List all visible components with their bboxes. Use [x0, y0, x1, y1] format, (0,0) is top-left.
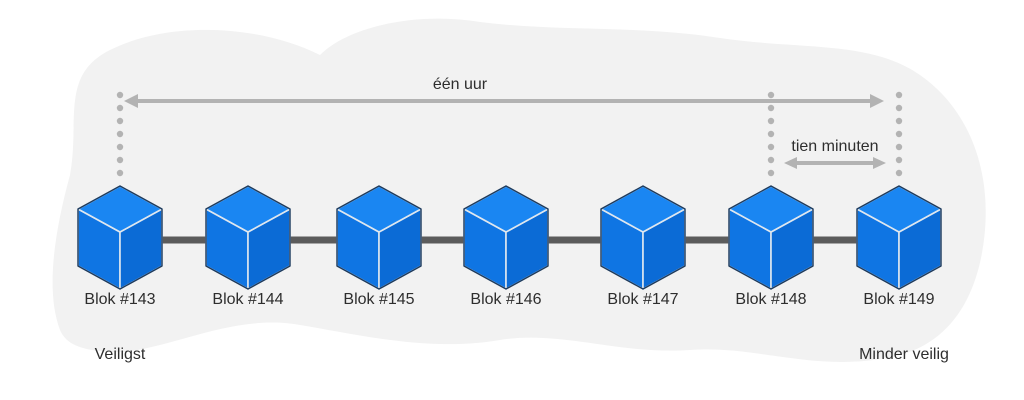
guide-dot: [895, 130, 903, 138]
cube-outline: [728, 185, 814, 290]
guide-dot: [116, 130, 124, 138]
guide-dot: [767, 130, 775, 138]
cube-outline: [336, 185, 422, 290]
guide-dot: [895, 117, 903, 125]
cube-outline: [463, 185, 549, 290]
guide-dot: [767, 104, 775, 112]
one-hour-label: één uur: [433, 76, 488, 93]
block-labels: Blok #143 Blok #144 Blok #145 Blok #146 …: [84, 291, 934, 308]
guide-dot: [895, 143, 903, 151]
block-cube-icon: [463, 185, 549, 290]
block-cube-icon: [205, 185, 291, 290]
one-hour-range-arrow: [124, 94, 884, 108]
guide-dot: [895, 169, 903, 177]
block-label: Blok #143: [84, 291, 155, 308]
ten-minutes-label: tien minuten: [791, 138, 878, 155]
cube-outline: [600, 185, 686, 290]
less-secure-label: Minder veilig: [859, 346, 949, 363]
block-cube-icon: [728, 185, 814, 290]
guide-dot: [767, 169, 775, 177]
block-cube-icon: [336, 185, 422, 290]
arrow-left-head-icon: [784, 157, 797, 169]
guide-dot: [116, 169, 124, 177]
block-cube-icon: [77, 185, 163, 290]
block-cubes: [77, 185, 942, 290]
guide-dot: [895, 156, 903, 164]
guide-dot: [116, 117, 124, 125]
arrow-left-head-icon: [124, 94, 138, 108]
guide-dot: [895, 104, 903, 112]
block-label: Blok #146: [470, 291, 541, 308]
dotted-guides: [116, 91, 903, 177]
block-cube-icon: [600, 185, 686, 290]
guide-dot: [116, 104, 124, 112]
guide-dot: [116, 91, 124, 99]
block-label: Blok #148: [735, 291, 806, 308]
ten-minutes-range-arrow: [784, 157, 886, 169]
block-label: Blok #147: [607, 291, 678, 308]
block-label: Blok #145: [343, 291, 414, 308]
guide-dot: [895, 91, 903, 99]
guide-dot: [767, 143, 775, 151]
block-label: Blok #144: [212, 291, 283, 308]
cube-outline: [205, 185, 291, 290]
arrow-right-head-icon: [870, 94, 884, 108]
guide-dot: [767, 91, 775, 99]
most-secure-label: Veiligst: [95, 346, 146, 363]
guide-dot: [767, 117, 775, 125]
block-cube-icon: [856, 185, 942, 290]
cube-outline: [856, 185, 942, 290]
guide-dot: [116, 143, 124, 151]
guide-dot: [767, 156, 775, 164]
background-cloud: [52, 18, 986, 362]
block-label: Blok #149: [863, 291, 934, 308]
guide-dot: [116, 156, 124, 164]
cube-outline: [77, 185, 163, 290]
arrow-right-head-icon: [873, 157, 886, 169]
